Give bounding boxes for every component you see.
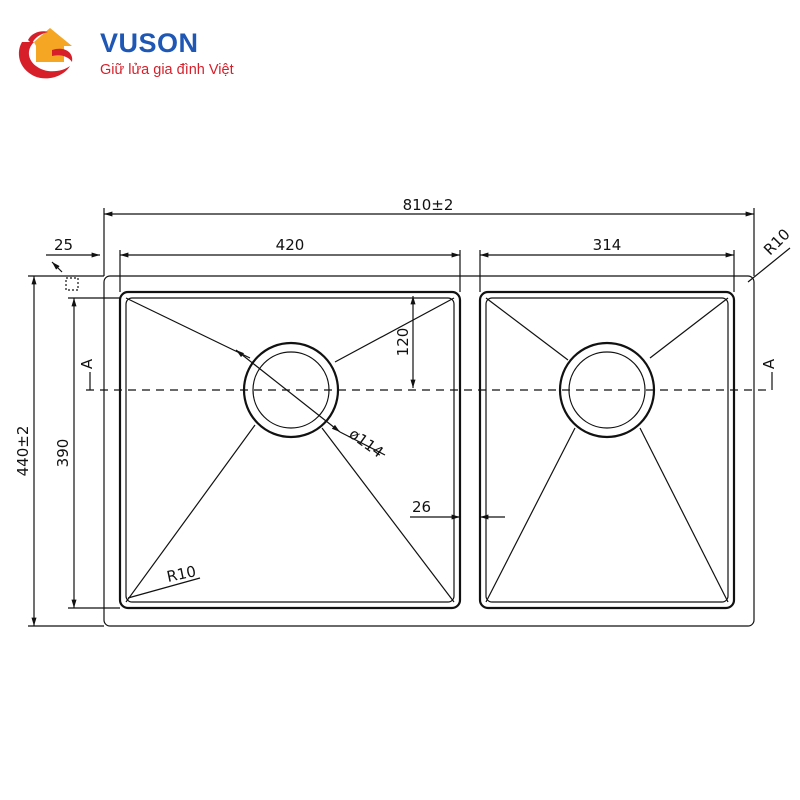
- divider-width-label: 26: [412, 498, 431, 516]
- drain-offset-label: 120: [394, 328, 412, 357]
- corner-radius-top-label: R10: [760, 225, 794, 259]
- section-marker-right: A: [760, 358, 778, 369]
- section-marker-left: A: [78, 358, 96, 369]
- brand-tagline: Giữ lửa gia đình Việt: [100, 62, 234, 78]
- overall-depth-label: 440±2: [14, 426, 32, 477]
- sink-outline: [103, 275, 755, 627]
- offset-label: 25: [54, 236, 73, 254]
- overall-width-label: 810±2: [403, 196, 454, 214]
- right-bowl: [478, 290, 736, 610]
- house-flame-logo-icon: [18, 28, 73, 79]
- left-bowl: [118, 290, 462, 610]
- brand-name: VUSON: [100, 28, 199, 58]
- corner-radius-bottom-label: R10: [165, 562, 198, 586]
- right-bowl-width-label: 314: [593, 236, 622, 254]
- drain-diameter-label: ø114: [346, 425, 387, 462]
- brand-logo: VUSON Giữ lửa gia đình Việt: [12, 22, 272, 86]
- left-bowl-width-label: 420: [276, 236, 305, 254]
- bowl-depth-label: 390: [54, 439, 72, 468]
